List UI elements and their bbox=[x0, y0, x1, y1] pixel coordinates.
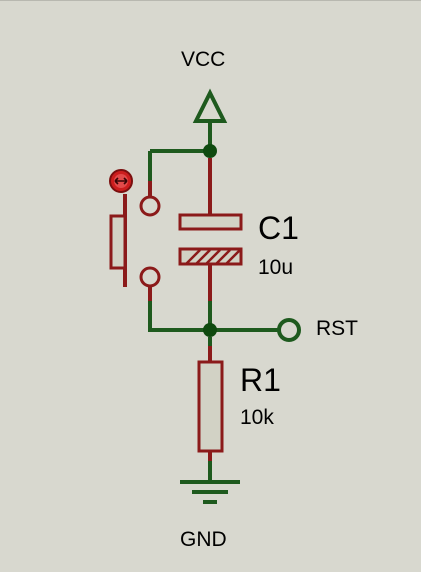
junction-top bbox=[203, 144, 217, 158]
vcc-terminal[interactable] bbox=[192, 88, 228, 151]
junction-rst bbox=[203, 323, 217, 337]
gnd-label: GND bbox=[180, 528, 227, 551]
wire-switch-bottom bbox=[148, 301, 210, 332]
interactive-probe-icon[interactable] bbox=[109, 169, 133, 193]
c1-ref-label: C1 bbox=[258, 210, 299, 246]
r1-value-label: 10k bbox=[240, 406, 274, 429]
rst-terminal[interactable] bbox=[277, 318, 301, 342]
vcc-label: VCC bbox=[181, 48, 226, 71]
rst-label: RST bbox=[316, 317, 358, 340]
c1-value-label: 10u bbox=[258, 256, 294, 279]
gnd-terminal[interactable] bbox=[180, 480, 240, 504]
capacitor-c1[interactable] bbox=[178, 213, 243, 266]
push-button-switch-icon[interactable] bbox=[109, 181, 161, 301]
resistor-r1[interactable] bbox=[197, 360, 224, 453]
r1-ref-label: R1 bbox=[240, 362, 281, 398]
